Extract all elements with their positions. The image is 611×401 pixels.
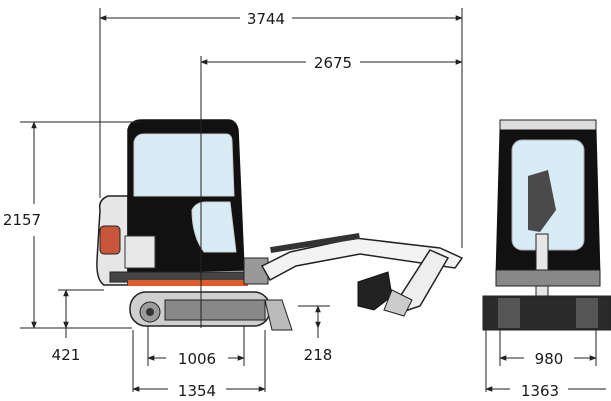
dim-overall-width: 1363: [485, 382, 606, 400]
bucket-link: [383, 289, 413, 317]
dim-track-gauge: 980: [499, 350, 597, 368]
dim-track-center-length: 1006: [147, 350, 245, 368]
front-seat-silhouette: [528, 170, 556, 232]
dim-ground-clearance: 421: [52, 289, 81, 364]
boom-cylinder: [270, 232, 360, 254]
cab-window: [133, 133, 235, 197]
front-upper-frame: [495, 269, 601, 287]
label-front-reach: 2675: [314, 54, 352, 72]
bucket: [357, 271, 393, 311]
label-blade-height: 218: [304, 346, 333, 364]
boom: [260, 237, 464, 282]
label-track-length: 1354: [178, 382, 216, 400]
front-roof: [499, 119, 597, 131]
side-view-excavator: [96, 119, 464, 331]
label-track-center-length: 1006: [178, 350, 216, 368]
right-track: [576, 298, 598, 328]
dozer-blade: [264, 299, 293, 331]
dim-blade-height: 218: [304, 305, 333, 364]
dim-overall-length: 3744: [99, 10, 463, 28]
dim-track-length: 1354: [132, 382, 266, 400]
cab-door-window: [191, 201, 237, 253]
label-ground-clearance: 421: [52, 346, 81, 364]
orange-stripe: [128, 280, 248, 286]
sprocket-wheel: [146, 308, 154, 316]
label-overall-width: 1363: [521, 382, 559, 400]
label-track-gauge: 980: [535, 350, 564, 368]
front-view-excavator: [482, 119, 611, 331]
track-pads: [164, 299, 266, 321]
engine-panel: [124, 235, 156, 269]
label-overall-length: 3744: [247, 10, 285, 28]
tail-light: [99, 225, 121, 255]
dim-front-reach: 2675: [200, 54, 463, 72]
left-track: [498, 298, 520, 328]
dim-overall-height: 2157: [3, 121, 41, 329]
label-overall-height: 2157: [3, 211, 41, 229]
